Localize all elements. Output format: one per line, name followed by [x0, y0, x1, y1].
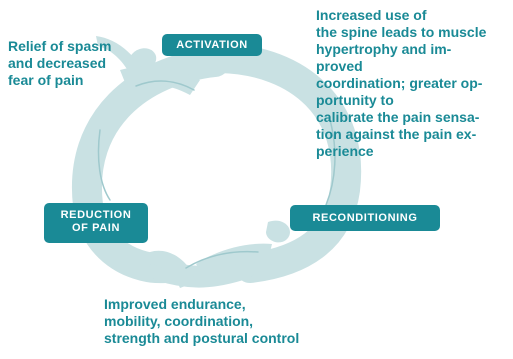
note-line: mobility, coordination,	[104, 313, 254, 329]
note-relief: Relief of spasm and decreased fear of pa…	[8, 38, 148, 89]
stage-reduction-line2: OF PAIN	[72, 222, 120, 234]
note-line: perience	[316, 143, 374, 159]
figure-arm-top	[96, 36, 140, 74]
figure-legs-bottom	[150, 250, 196, 288]
note-line: calibrate the pain sensa-	[316, 109, 480, 125]
note-increased-use: Increased use of the spine leads to musc…	[316, 7, 512, 160]
stage-activation: ACTIVATION	[162, 34, 262, 56]
note-line: coordination; greater op-	[316, 75, 483, 91]
note-line: and decreased	[8, 55, 107, 71]
cycle-arc-right	[205, 43, 362, 283]
note-line: proved	[316, 58, 363, 74]
note-line: the spine leads to muscle	[316, 24, 487, 40]
note-line: portunity to	[316, 92, 394, 108]
stage-reduction-of-pain: REDUCTION OF PAIN	[44, 203, 148, 243]
stage-reduction-line1: REDUCTION	[60, 209, 132, 221]
note-line: fear of pain	[8, 72, 84, 88]
note-line: Relief of spasm	[8, 38, 112, 54]
figure-head-bottom	[266, 220, 290, 243]
note-line: Increased use of	[316, 7, 427, 23]
cycle-arc-bottom	[149, 257, 256, 288]
stage-reconditioning: RECONDITIONING	[290, 205, 440, 231]
note-line: tion against the pain ex-	[316, 126, 477, 142]
note-line: hypertrophy and im-	[316, 41, 452, 57]
note-line: Improved endurance,	[104, 296, 246, 312]
note-improved-endurance: Improved endurance, mobility, coordinati…	[104, 296, 344, 347]
note-line: strength and postural control	[104, 330, 300, 346]
